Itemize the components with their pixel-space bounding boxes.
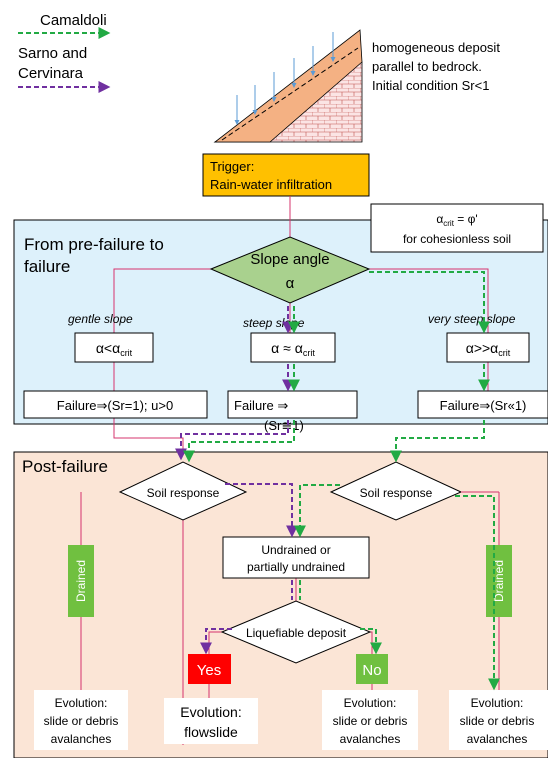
alpha-crit-note-box (370, 203, 544, 253)
soil-response-left-decision (118, 461, 248, 521)
evolution-2-line-1: Evolution: (180, 704, 241, 720)
legend-camaldoli-label: Camaldoli (40, 12, 107, 29)
evolution-2-box (164, 698, 258, 744)
slope-angle-line-1: Slope angle (250, 251, 329, 268)
legend-sarno-label-2: Cervinara (18, 65, 84, 82)
drained-left-label: Drained (74, 560, 88, 602)
evolution-1-line-2: slide or debris (44, 714, 119, 728)
evolution-3-line-3: avalanches (340, 732, 401, 746)
evolution-4-line-1: Evolution: (471, 696, 524, 710)
deposit-shape (213, 29, 363, 143)
camaldoli-path (183, 271, 500, 691)
initial-condition-line-3: Initial condition Sr<1 (372, 78, 489, 93)
initial-condition-line-2: parallel to bedrock. (372, 59, 482, 74)
slope-illustration: homogeneous deposit parallel to bedrock.… (213, 29, 500, 143)
slope-angle-decision (209, 236, 371, 304)
liquefiable-label: Liquefiable deposit (246, 626, 347, 640)
pre-failure-title-2: failure (24, 257, 70, 276)
yes-label: Yes (197, 662, 221, 679)
rain-arrows (234, 32, 336, 125)
evolution-4-box (449, 690, 548, 750)
evolution-1-line-1: Evolution: (55, 696, 108, 710)
legend-sarno-label-1: Sarno and (18, 45, 87, 62)
very-steep-slope-label: very steep slope (428, 312, 516, 326)
no-label: No (362, 662, 381, 679)
legend: Camaldoli Sarno and Cervinara (18, 12, 111, 93)
slope-angle-line-2: α (286, 275, 295, 292)
steep-condition-text: α ≈ αcrit (271, 340, 315, 358)
yes-box (188, 654, 231, 684)
failure-surface-line (221, 47, 359, 141)
liquefiable-decision (220, 600, 372, 664)
evolution-4-line-3: avalanches (467, 732, 528, 746)
evolution-3-line-2: slide or debris (333, 714, 408, 728)
trigger-line-2: Rain-water infiltration (210, 177, 332, 192)
soil-response-left-label: Soil response (147, 486, 220, 500)
drained-right-label: Drained (492, 560, 506, 602)
evolution-4-line-2: slide or debris (460, 714, 535, 728)
very-steep-failure-box (417, 390, 548, 419)
steep-slope-label: steep slope (243, 316, 305, 330)
pre-failure-title-1: From pre-failure to (24, 235, 164, 254)
evolution-1-box (34, 690, 128, 750)
very-steep-condition-box (446, 332, 530, 363)
gentle-condition-text: α<αcrit (96, 340, 133, 358)
drained-right-box (486, 545, 512, 617)
evolution-2-line-2: flowslide (184, 724, 238, 740)
evolution-3-box (322, 690, 418, 750)
gentle-condition-box (74, 332, 154, 363)
steep-failure-text-2: (Sr≅1) (264, 418, 304, 433)
trigger-line-1: Trigger: (210, 159, 254, 174)
very-steep-condition-text: α>>αcrit (466, 340, 511, 358)
post-failure-title: Post-failure (22, 457, 108, 476)
soil-response-right-label: Soil response (360, 486, 433, 500)
alpha-crit-note-line-1: αcrit = φ' (436, 212, 477, 228)
evolution-1-line-3: avalanches (51, 732, 112, 746)
no-box (356, 654, 388, 684)
steep-condition-box (250, 332, 336, 363)
alpha-crit-note-line-2: for cohesionless soil (403, 232, 511, 246)
steep-failure-text-1: Failure ⇒ (234, 398, 288, 413)
undrained-box (222, 536, 370, 579)
undrained-line-2: partially undrained (247, 560, 345, 574)
gentle-failure-box (23, 390, 208, 419)
drained-left-box (68, 545, 94, 617)
trigger-box (202, 153, 370, 197)
very-steep-failure-text: Failure⇒(Sr«1) (440, 398, 527, 413)
evolution-3-line-1: Evolution: (344, 696, 397, 710)
undrained-line-1: Undrained or (261, 543, 330, 557)
gentle-slope-label: gentle slope (68, 312, 133, 326)
initial-condition-line-1: homogeneous deposit (372, 40, 500, 55)
gentle-failure-text: Failure⇒(Sr=1); u>0 (57, 398, 173, 413)
